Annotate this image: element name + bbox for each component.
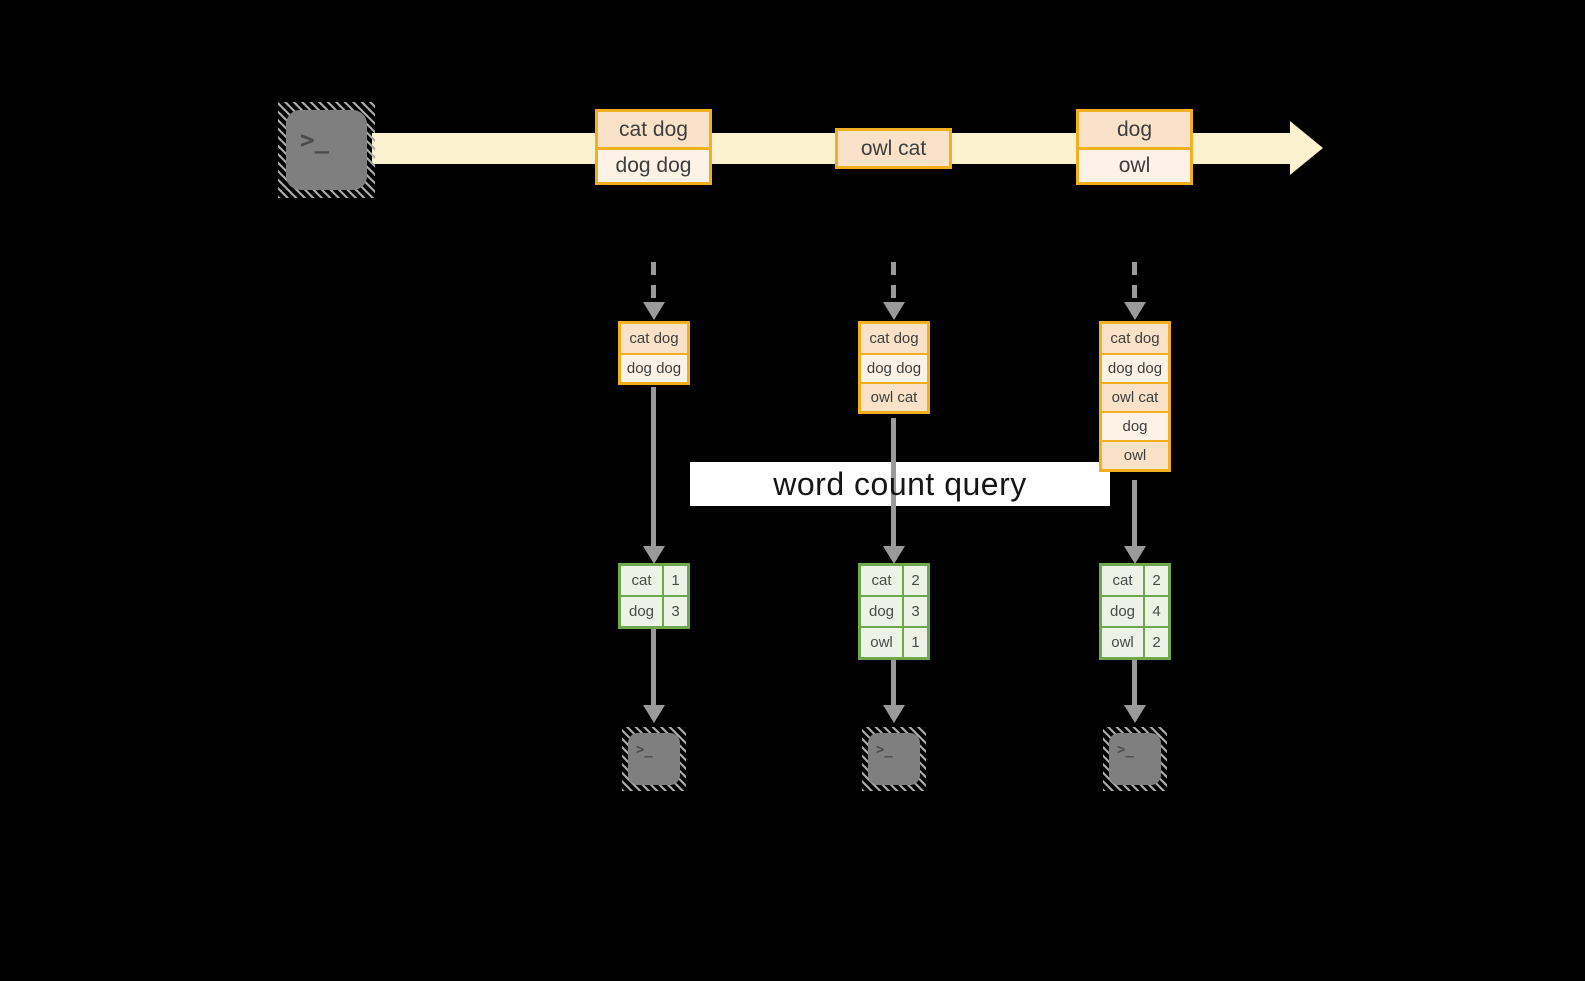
terminal-prompt-glyph: >_ [300, 126, 329, 154]
sink-arrowhead-2 [883, 705, 905, 723]
count-value-cell: 3 [904, 597, 927, 626]
terminal-icon: >_ [628, 733, 680, 785]
terminal-prompt-glyph: >_ [636, 742, 653, 758]
sink-terminal-3: >_ [1103, 727, 1167, 791]
sink-arrowhead-3 [1124, 705, 1146, 723]
count-word-cell: cat [621, 566, 662, 595]
count-value-cell: 2 [1145, 566, 1168, 595]
terminal-prompt-glyph: >_ [1117, 742, 1134, 758]
pipe-line-1 [651, 387, 656, 547]
count-value-cell: 4 [1145, 597, 1168, 626]
message-cell: dog dog [1102, 353, 1168, 382]
ingest-arrow-2 [891, 262, 896, 302]
count-word-cell: owl [1102, 628, 1143, 657]
terminal-icon: >_ [1109, 733, 1161, 785]
pipe-arrowhead-2 [883, 546, 905, 564]
sink-terminal-2: >_ [862, 727, 926, 791]
message-cell: owl [1079, 147, 1190, 182]
terminal-icon: >_ [286, 110, 367, 190]
message-cell: cat dog [861, 324, 927, 353]
message-cell: dog dog [598, 147, 709, 182]
stream-message-box-2: owl cat [835, 128, 952, 169]
ingest-arrowhead-3 [1124, 302, 1146, 320]
sink-line-1 [651, 629, 656, 706]
ingest-arrowhead-2 [883, 302, 905, 320]
count-word-cell: dog [621, 597, 662, 626]
sink-terminal-1: >_ [622, 727, 686, 791]
message-cell: cat dog [621, 324, 687, 353]
count-value-cell: 1 [664, 566, 687, 595]
query-label-text: word count query [773, 465, 1027, 502]
message-cell: cat dog [1102, 324, 1168, 353]
pipe-arrowhead-1 [643, 546, 665, 564]
terminal-prompt-glyph: >_ [876, 742, 893, 758]
message-cell: dog dog [861, 353, 927, 382]
count-value-cell: 3 [664, 597, 687, 626]
sink-line-3 [1132, 660, 1137, 706]
pipe-line-3 [1132, 480, 1137, 547]
pipe-line-2 [891, 418, 896, 547]
count-value-cell: 2 [1145, 628, 1168, 657]
ingest-arrow-1 [651, 262, 656, 302]
source-terminal: >_ [278, 102, 375, 198]
count-word-cell: cat [1102, 566, 1143, 595]
count-word-cell: owl [861, 628, 902, 657]
count-word-cell: cat [861, 566, 902, 595]
sink-line-2 [891, 660, 896, 706]
message-cell: dog [1079, 112, 1190, 147]
terminal-icon: >_ [868, 733, 920, 785]
message-cell: dog dog [621, 353, 687, 382]
count-word-cell: dog [1102, 597, 1143, 626]
count-value-cell: 1 [904, 628, 927, 657]
ingest-arrowhead-1 [643, 302, 665, 320]
message-cell: owl cat [838, 131, 949, 166]
sink-arrowhead-1 [643, 705, 665, 723]
message-cell: owl cat [861, 382, 927, 411]
ingest-arrow-3 [1132, 262, 1137, 302]
message-cell: owl cat [1102, 382, 1168, 411]
count-value-cell: 2 [904, 566, 927, 595]
message-cell: owl [1102, 440, 1168, 469]
pipe-arrowhead-3 [1124, 546, 1146, 564]
message-cell: dog [1102, 411, 1168, 440]
query-label-box [690, 462, 1110, 506]
message-cell: cat dog [598, 112, 709, 147]
stream-arrowhead-icon [1290, 121, 1323, 175]
count-word-cell: dog [861, 597, 902, 626]
